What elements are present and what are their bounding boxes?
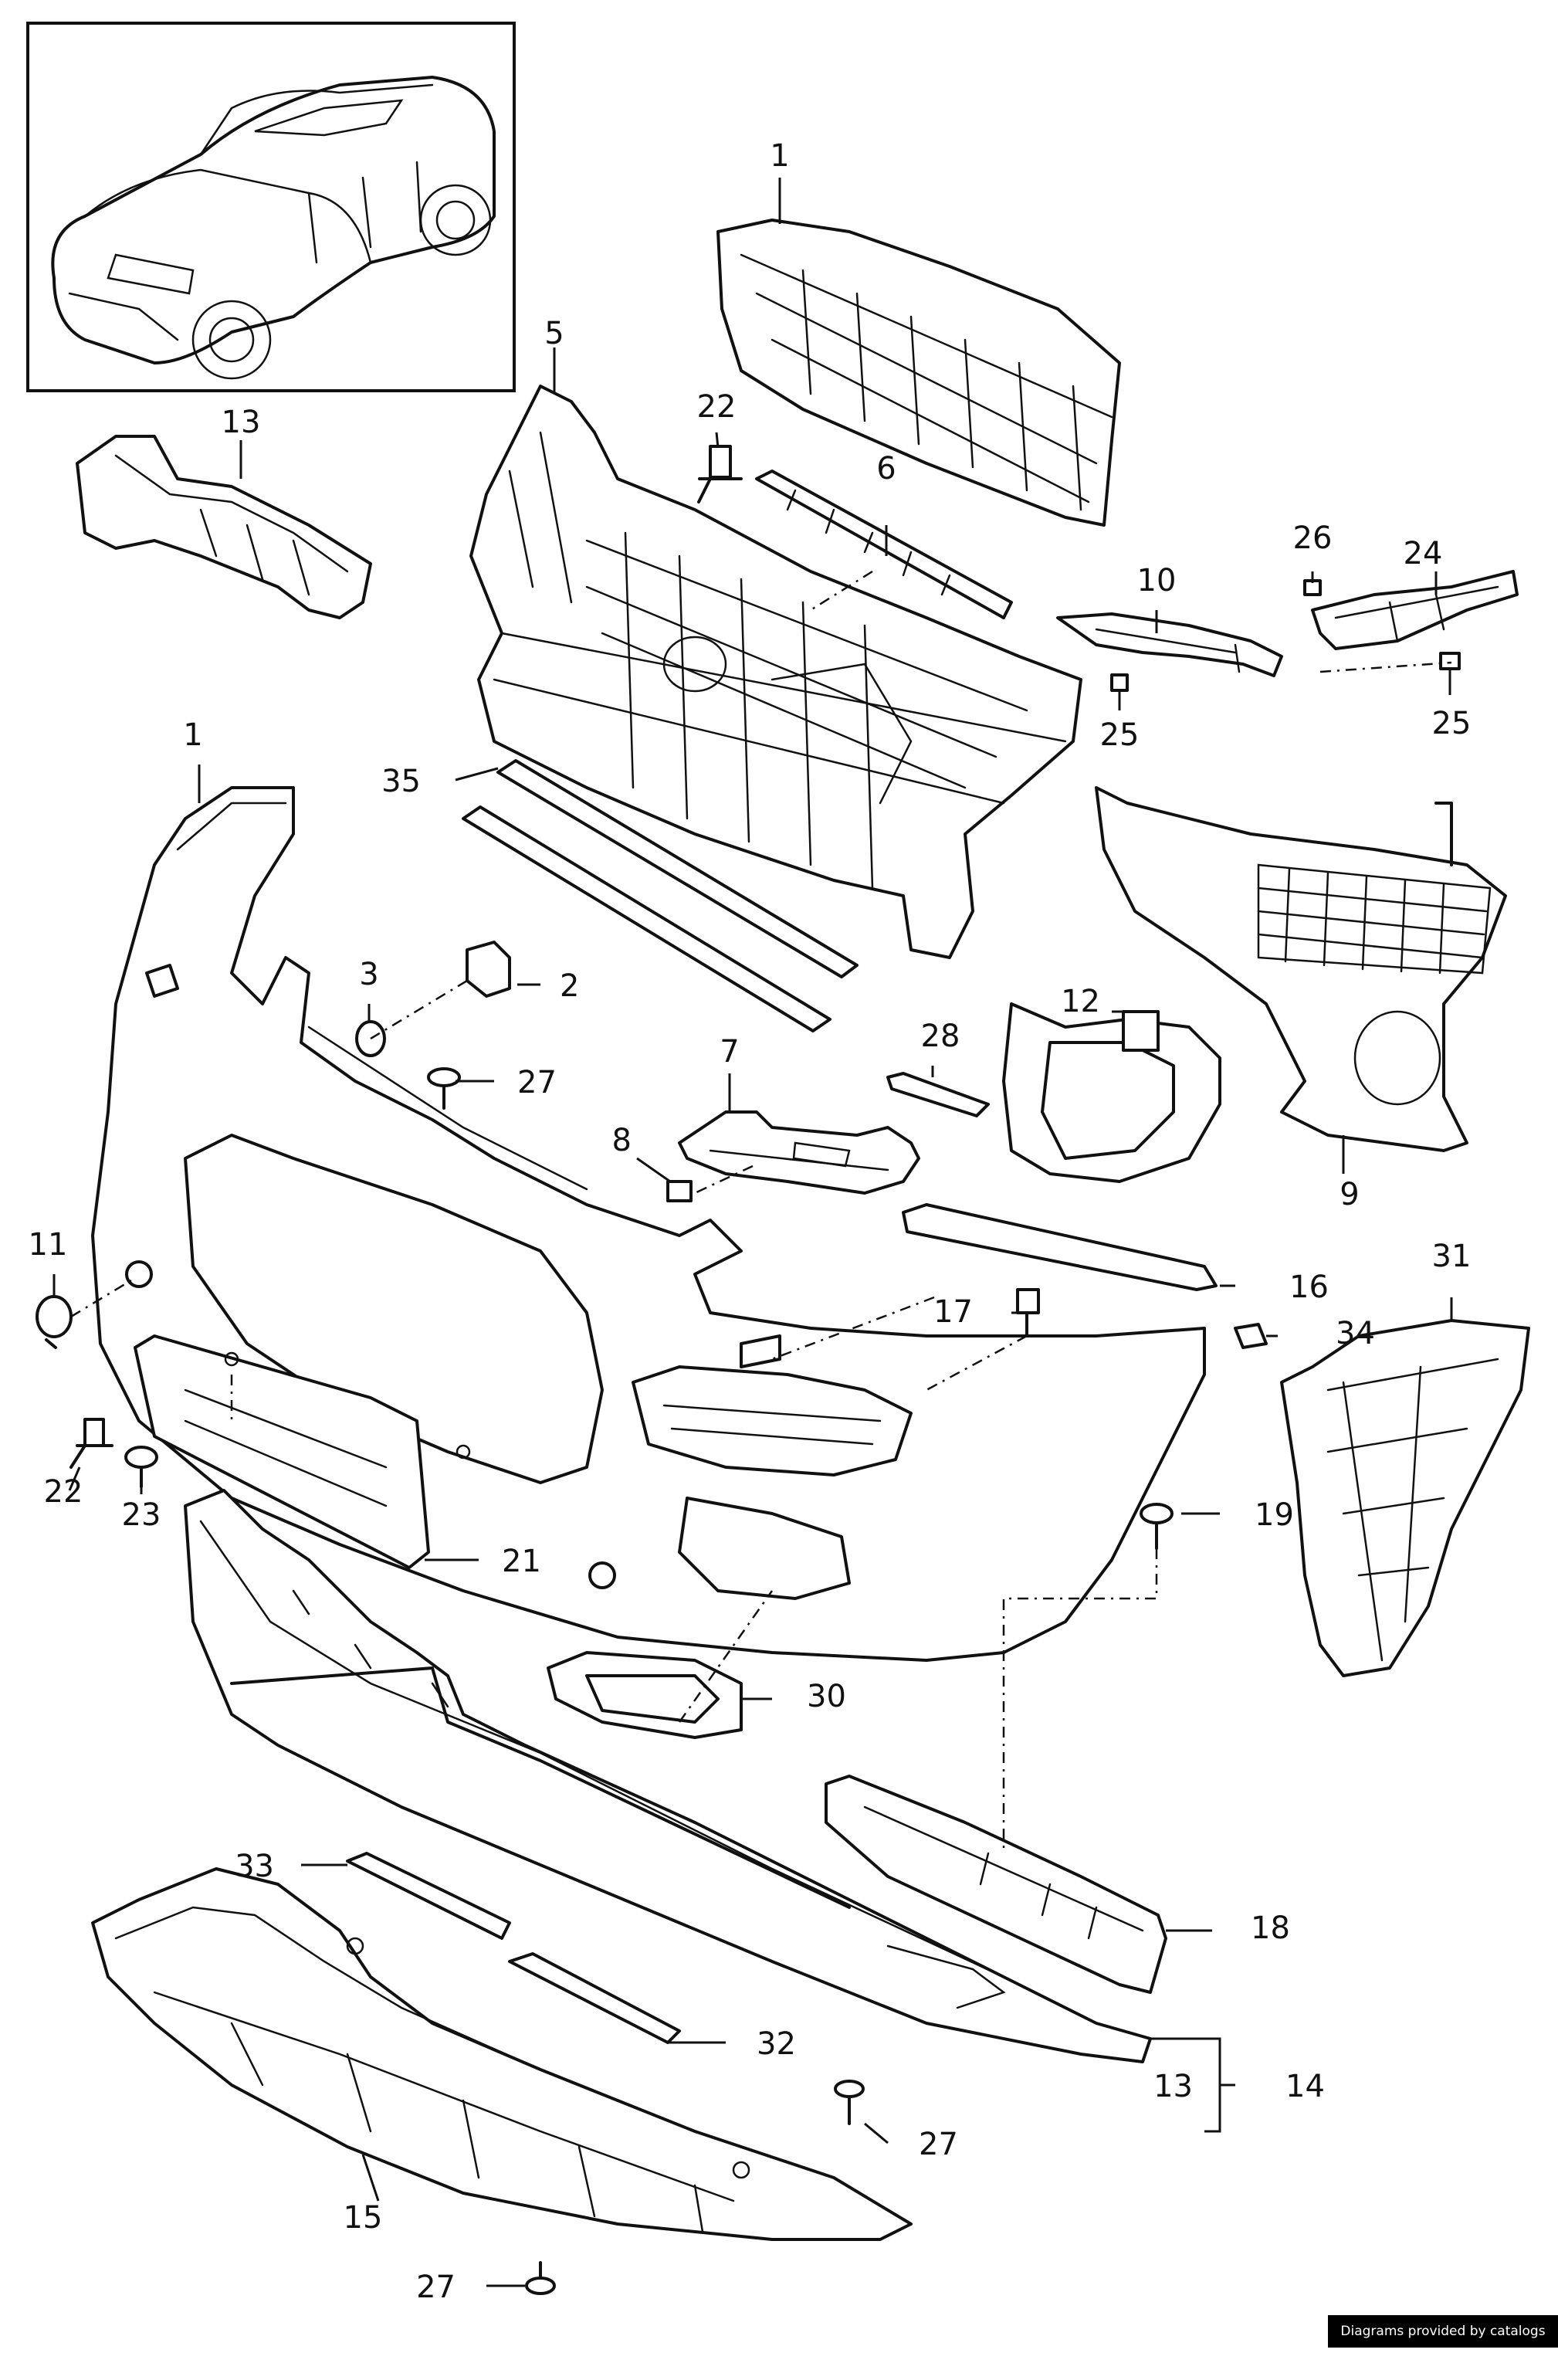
vehicle-thumbnail [26,22,516,392]
callout-3: 3 [359,957,378,992]
part-19-screw [1140,1503,1174,1550]
part-16-trim-strip [902,1203,1218,1291]
part-22-stud-top [697,445,743,503]
callout-8: 8 [612,1123,632,1158]
part-34-clip [1234,1323,1268,1349]
part-20-upper-absorber [716,219,1121,527]
part-9-grille [1095,786,1507,1152]
callout-26: 26 [1293,520,1333,556]
part-6-bracket-strip [755,470,1013,619]
callout-7: 7 [720,1034,739,1070]
callout-15: 15 [344,2200,383,2236]
screw-27-b [834,2080,865,2125]
part-23-screw [124,1446,158,1488]
footer-credit: Diagrams provided by catalogs parts [1328,2315,1558,2372]
part-13-side-bracket [76,435,372,619]
callout-16: 16 [1289,1270,1329,1305]
callout-labels: 1 [770,138,789,174]
part-15-underbody-panel [91,1867,913,2241]
part-35-seal-strips [462,759,859,1032]
part-30-lamp-frame [547,1651,743,1739]
callout-25: 25 [1100,717,1140,753]
part-11-cap [36,1295,73,1349]
screw-27-c [525,2261,556,2295]
callout-19: 19 [1255,1497,1294,1533]
callout-30: 30 [807,1679,846,1714]
part-33-trim [346,1852,511,1940]
part-24-bracket [1311,570,1519,650]
callout-9: 9 [1340,1177,1359,1212]
callout-2: 2 [560,968,579,1004]
callout-13: 13 [1153,2069,1193,2104]
callout-23: 23 [122,1497,161,1533]
callout-6: 6 [876,451,896,487]
part-14-lower-spoiler [184,1489,1152,2063]
callout-12: 12 [1061,984,1100,1019]
callout-21: 21 [502,1544,541,1579]
callout-13: 13 [222,405,261,440]
part-17-clip [1016,1288,1040,1337]
callout-33: 33 [235,1849,274,1884]
part-28-clip [886,1072,990,1117]
part-32-trim [508,1952,681,2044]
callout-22: 22 [44,1474,83,1510]
callout-32: 32 [757,2026,796,2062]
callout-27: 27 [919,2127,958,2162]
leader-lines [52,178,1453,2287]
part-21-plate-bracket [134,1334,471,1569]
callout-34: 34 [1336,1316,1375,1351]
callout-1: 1 [183,717,202,753]
part-31-side-bracket [1280,1319,1530,1677]
part-3-ring [355,1020,386,1057]
part-22-stud-bottom [69,1418,113,1469]
callout-11: 11 [29,1227,68,1263]
callout-10: 10 [1137,563,1177,598]
part-2-sensor [466,941,511,998]
screw-27-a [427,1067,461,1110]
part-12-air-duct [1002,1002,1221,1183]
part-5-bumper-carrier [469,385,1082,959]
part-7-bracket [678,1110,920,1195]
callout-20: 1 [770,138,789,174]
callout-14: 14 [1285,2069,1325,2104]
part-8-clip [666,1180,693,1202]
callout-31: 31 [1432,1239,1472,1274]
callout-22: 22 [697,389,737,425]
callout-24: 24 [1404,536,1443,571]
part-18-lip-trim [825,1775,1167,1994]
callout-25: 25 [1432,706,1472,741]
callout-5: 5 [544,316,564,351]
part-10-bracket [1056,612,1283,677]
callout-18: 18 [1251,1910,1290,1946]
callout-28: 28 [921,1019,960,1054]
callout-17: 17 [933,1294,973,1330]
callout-27: 27 [517,1065,557,1100]
callout-27: 27 [416,2270,456,2305]
callout-35: 35 [381,764,421,799]
